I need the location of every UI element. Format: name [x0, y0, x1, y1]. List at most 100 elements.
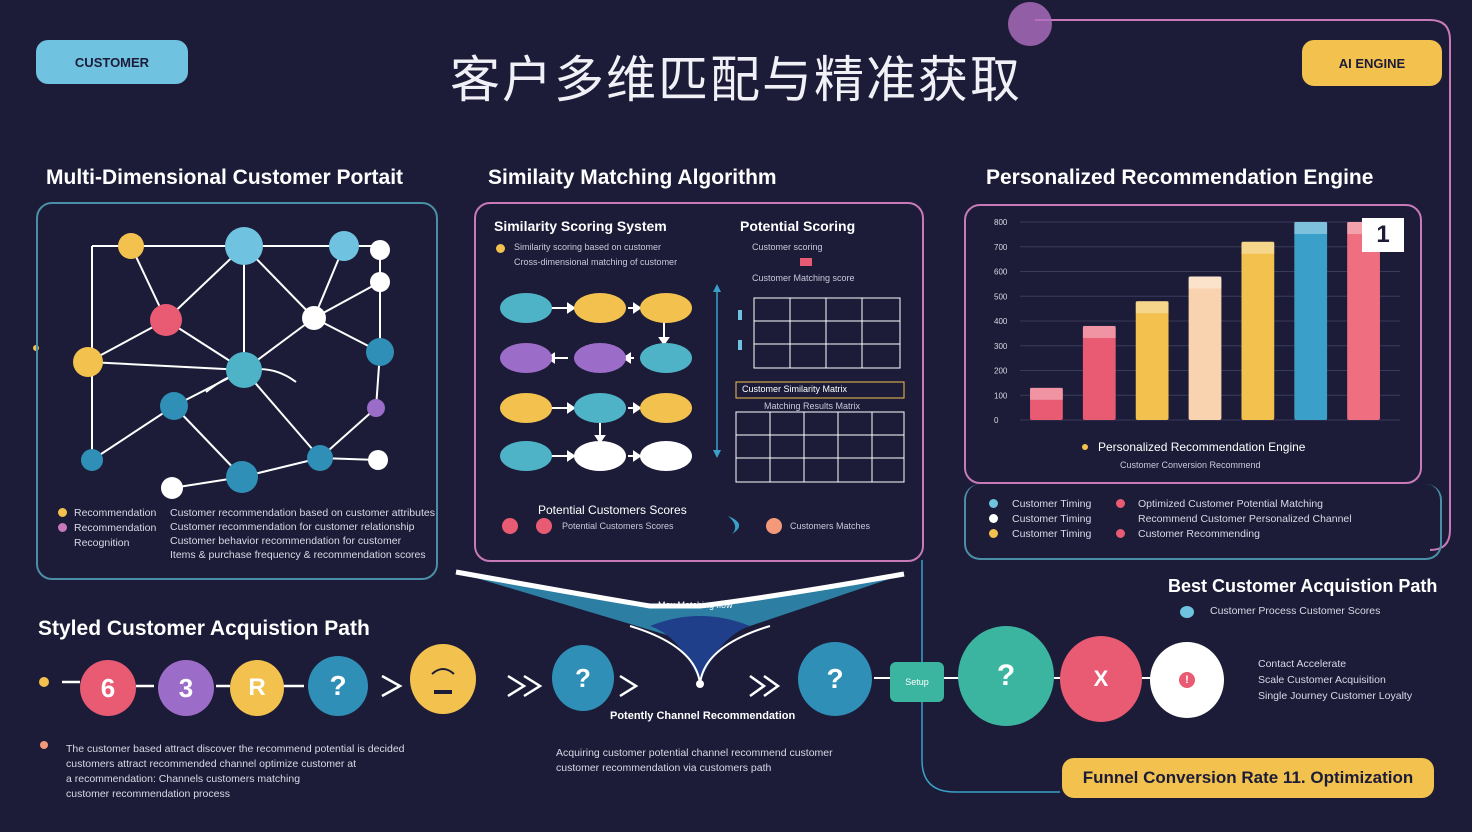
path-desc-dot [40, 741, 48, 749]
chart-bar [1188, 276, 1222, 420]
path-step-4-label: ? [329, 670, 347, 701]
customer-pill: CUSTOMER [36, 40, 188, 84]
chart-ytick-label: 400 [994, 317, 1008, 326]
best-path-note-2: Scale Customer Acquisition [1258, 674, 1386, 686]
rec-legend-dot-4 [1116, 499, 1125, 508]
funnel-shape [455, 569, 905, 688]
chart-bar [1135, 301, 1169, 420]
recommend-chart-panel [964, 204, 1422, 484]
similarity-subtitle-right: Potential Scoring [740, 218, 856, 234]
path-step-2: 3 [158, 660, 214, 716]
chart-bar [1294, 222, 1328, 420]
path-node-blue-1: ? [552, 645, 614, 711]
path-desc-3: a recommendation: Channels customers mat… [66, 773, 301, 785]
customer-network-graph [73, 227, 394, 499]
recommend-caption-sub: Customer Conversion Recommend [1120, 460, 1261, 470]
path-step-4: ? [308, 656, 368, 716]
portrait-desc-2: Customer recommendation for customer rel… [170, 521, 415, 533]
potential-desc-2: Customer Matching score [752, 273, 855, 283]
funnel-label: Max Matching flow [658, 600, 733, 610]
recommend-legend-panel [964, 484, 1442, 560]
caption-dot [1082, 444, 1088, 450]
rank-badge: 1 [1362, 218, 1404, 252]
best-path-node-2-label: X [1093, 666, 1109, 691]
acquisition-path-connectors [62, 674, 781, 698]
path-step-1: 6 [80, 660, 136, 716]
matrix-sub: Matching Results Matrix [764, 401, 861, 411]
similarity-flowchart [500, 293, 692, 471]
best-path-node-1: ? [958, 626, 1054, 726]
legend-dot-yellow [58, 508, 67, 517]
rec-legend-right-2: Recommend Customer Personalized Channel [1138, 513, 1352, 525]
chart-bar-cap [1030, 387, 1063, 400]
best-path-legend: Customer Process Customer Scores [1210, 605, 1381, 617]
potential-scores-right: Customers Matches [790, 521, 871, 531]
scroll-indicator [713, 284, 721, 458]
recommend-title: Personalized Recommendation Engine [986, 166, 1374, 189]
best-path-node-2: X [1060, 636, 1142, 722]
rec-legend-left-3: Customer Timing [1012, 528, 1092, 540]
chart-ytick-label: 700 [994, 243, 1008, 252]
chart-ytick-label: 100 [994, 391, 1008, 400]
portrait-legend-2: Recommendation [74, 522, 157, 534]
best-path-note-3: Single Journey Customer Loyalty [1258, 690, 1413, 702]
potential-desc-1: Customer scoring [752, 242, 823, 252]
similarity-dot [496, 244, 505, 253]
best-path-legend-dot [1180, 606, 1194, 618]
path-step-2-label: 3 [178, 672, 194, 703]
potential-scores-markers [502, 516, 782, 534]
rec-legend-right-3: Customer Recommending [1138, 528, 1260, 540]
rec-legend-left-1: Customer Timing [1012, 498, 1092, 510]
similarity-matrix-grid [735, 297, 905, 483]
chart-bar-cap [1188, 276, 1222, 289]
rec-legend-right-1: Optimized Customer Potential Matching [1138, 498, 1323, 510]
similarity-subtitle-left: Similarity Scoring System [494, 218, 667, 234]
customer-pill-label: CUSTOMER [74, 54, 150, 70]
chart-ytick-label: 600 [994, 268, 1008, 277]
chart-ytick-label: 800 [994, 218, 1008, 227]
path-node-blue-2: ? [798, 642, 872, 716]
path-step-1-label: 6 [100, 672, 116, 703]
recommend-caption: Personalized Recommendation Engine [1098, 440, 1306, 454]
potential-marker [800, 258, 812, 266]
path-step-3: R [230, 660, 284, 716]
similarity-panel [474, 202, 924, 562]
chart-bar-cap [1135, 301, 1169, 314]
path-desc-mid-1: Acquiring customer potential channel rec… [556, 747, 833, 759]
legend-dot-pink [58, 523, 67, 532]
chart-bar [1030, 387, 1063, 420]
portrait-legend-1: Recommendation [74, 507, 157, 519]
portrait-legend-3: Recognition [74, 537, 130, 549]
funnel-caption: Potently Channel Recommendation [610, 710, 796, 722]
path-step-3-label: R [248, 674, 266, 701]
path-title: Styled Customer Acquistion Path [38, 617, 370, 640]
portrait-desc-1: Customer recommendation based on custome… [170, 507, 435, 519]
page-title: 客户多维匹配与精准获取 [450, 51, 1022, 109]
rec-legend-dot-1 [989, 499, 998, 508]
similarity-title: Similaity Matching Algorithm [488, 166, 777, 189]
portrait-panel [36, 202, 438, 580]
chart-ytick-label: 0 [994, 416, 999, 425]
best-path-note-1: Contact Accelerate [1258, 658, 1347, 670]
best-path-title: Best Customer Acquistion Path [1168, 576, 1438, 596]
rec-legend-dot-5 [1116, 529, 1125, 538]
potential-scores-left: Potential Customers Scores [562, 521, 674, 531]
funnel-conversion-label: Funnel Conversion Rate 11. Optimization [1082, 768, 1414, 787]
chart-ytick-label: 500 [994, 292, 1008, 301]
funnel-conversion-pill: Funnel Conversion Rate 11. Optimization [1062, 758, 1434, 798]
matrix-header: Customer Similarity Matrix [742, 384, 848, 394]
path-desc-mid-2: customer recommendation via customers pa… [556, 762, 772, 774]
best-path-box-label: Setup [905, 677, 929, 687]
chart-bar-cap [1294, 222, 1328, 234]
chart-bar [1347, 222, 1380, 420]
path-desc-1: The customer based attract discover the … [66, 743, 405, 755]
best-path-node-3-label: ! [1179, 672, 1195, 688]
path-desc-2: customers attract recommended channel op… [66, 758, 357, 770]
similarity-desc-2: Cross-dimensional matching of customer [514, 257, 678, 267]
path-node-blue-2-label: ? [826, 663, 844, 694]
path-node-blue-1-label: ? [575, 662, 591, 693]
best-path-node-1-label: ? [996, 659, 1016, 692]
chart-bar-cap [1082, 325, 1116, 338]
rec-legend-dot-3 [989, 529, 998, 538]
